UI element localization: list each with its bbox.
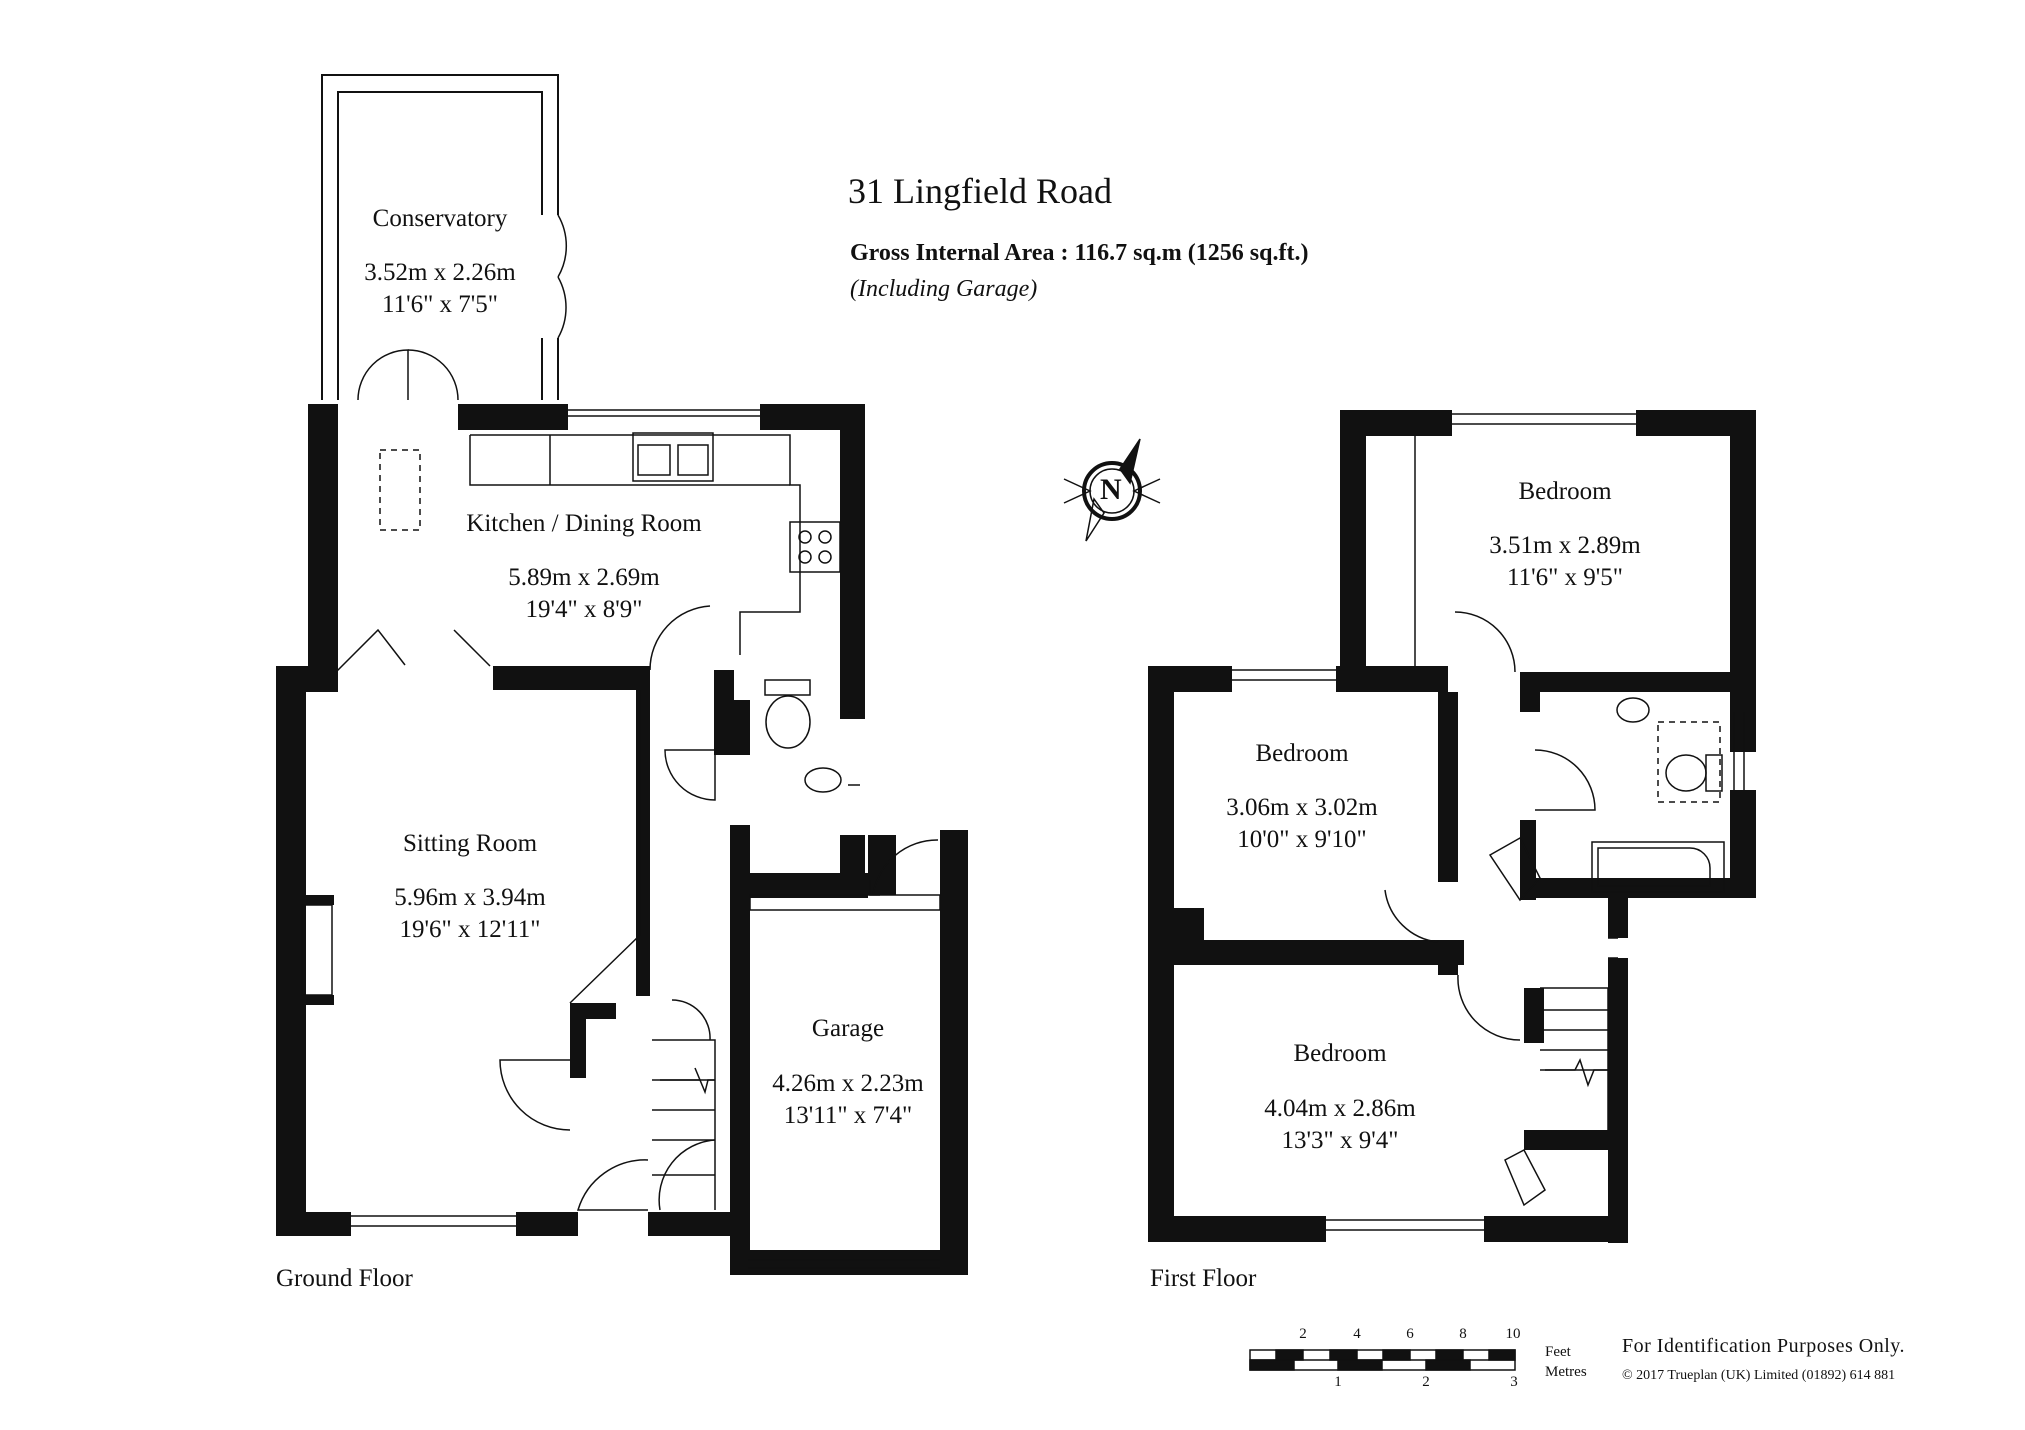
kitchen-metric: 5.89m x 2.69m — [508, 564, 660, 591]
bedroom-3-name: Bedroom — [1293, 1040, 1387, 1067]
garage-name: Garage — [811, 1015, 885, 1042]
scale-feet-tick-8: 8 — [1459, 1326, 1467, 1342]
bedroom-1-name: Bedroom — [1518, 478, 1612, 505]
scale-metre-tick-2: 2 — [1422, 1374, 1430, 1390]
bedroom-1-metric: 3.51m x 2.89m — [1489, 532, 1641, 559]
north-compass-icon — [1063, 438, 1161, 542]
sitting-room-imperial: 19'6" x 12'11" — [399, 916, 541, 943]
bedroom-3-imperial: 13'3" x 9'4" — [1281, 1127, 1399, 1154]
conservatory-name: Conservatory — [372, 205, 508, 232]
scale-metre-tick-3: 3 — [1510, 1374, 1518, 1390]
identification-note: For Identification Purposes Only. — [1622, 1335, 1905, 1357]
ground-floor-interior — [301, 432, 941, 1269]
sitting-room-name: Sitting Room — [402, 830, 538, 857]
scale-feet-tick-4: 4 — [1353, 1326, 1361, 1342]
first-floor-label: First Floor — [1150, 1265, 1257, 1292]
bedroom-3-metric: 4.04m x 2.86m — [1264, 1095, 1416, 1122]
garage-metric: 4.26m x 2.23m — [772, 1070, 924, 1097]
ground-floor-walls — [276, 404, 968, 1275]
conservatory-metric: 3.52m x 2.26m — [364, 259, 516, 286]
gross-internal-area: Gross Internal Area : 116.7 sq.m (1256 s… — [850, 240, 1309, 266]
conservatory-walls — [321, 74, 559, 400]
including-garage-note: (Including Garage) — [850, 276, 1038, 302]
scale-metre-tick-1: 1 — [1334, 1374, 1342, 1390]
ground-floor-plan — [321, 74, 760, 417]
bedroom-2-metric: 3.06m x 3.02m — [1226, 794, 1378, 821]
scale-metres-label: Metres — [1545, 1364, 1587, 1380]
bedroom-1-imperial: 11'6" x 9'5" — [1507, 564, 1623, 591]
sitting-room-metric: 5.96m x 3.94m — [394, 884, 546, 911]
garage-imperial: 13'11" x 7'4" — [783, 1102, 913, 1129]
scale-bar — [1249, 1349, 1516, 1371]
scale-feet-tick-2: 2 — [1299, 1326, 1307, 1342]
bedroom-2-name: Bedroom — [1255, 740, 1349, 767]
compass-letter: N — [1100, 473, 1122, 506]
scale-feet-label: Feet — [1545, 1344, 1571, 1360]
conservatory-french-doors — [357, 349, 459, 401]
page-title: 31 Lingfield Road — [848, 171, 1112, 211]
conservatory-imperial: 11'6" x 7'5" — [382, 291, 498, 318]
kitchen-imperial: 19'4" x 8'9" — [525, 596, 643, 623]
bedroom-2-imperial: 10'0" x 9'10" — [1237, 826, 1367, 853]
conservatory-side-door — [557, 214, 568, 339]
ground-floor-label: Ground Floor — [276, 1265, 413, 1292]
kitchen-window — [568, 409, 760, 417]
copyright-note: © 2017 Trueplan (UK) Limited (01892) 614… — [1622, 1368, 1896, 1383]
scale-feet-tick-6: 6 — [1406, 1326, 1414, 1342]
first-floor-walls — [1148, 410, 1756, 1243]
first-floor-interior — [1232, 413, 1745, 1231]
kitchen-name: Kitchen / Dining Room — [466, 510, 702, 537]
scale-feet-tick-10: 10 — [1505, 1326, 1521, 1342]
